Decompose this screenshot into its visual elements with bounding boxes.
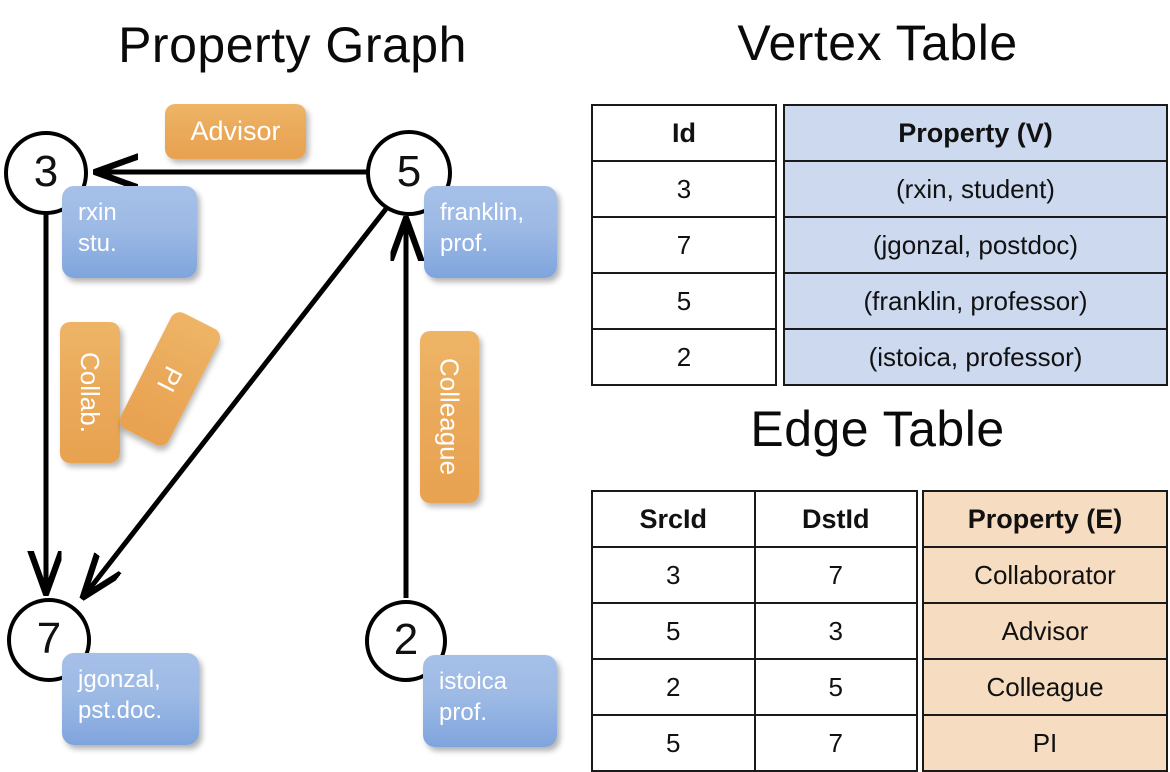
edge-table-cell-srcid: 5	[591, 714, 756, 772]
edge-label-collab-text: Collab.	[75, 352, 105, 433]
vertex-table-property-column: Property (V) (rxin, student) (jgonzal, p…	[783, 104, 1168, 386]
edge-table-id-columns: SrcId DstId 3 7 5 3 2 5 5 7	[591, 490, 918, 772]
graph-edge-5-to-7	[84, 203, 391, 596]
vertex-table-header-property: Property (V)	[783, 104, 1168, 162]
graph-edges-svg	[0, 0, 585, 760]
vertex-table-cell-property: (franklin, professor)	[783, 272, 1168, 330]
graph-vertex-3-id: 3	[33, 147, 59, 196]
table-row[interactable]: (istoica, professor)	[783, 328, 1168, 386]
vertex-table-cell-property: (rxin, student)	[783, 160, 1168, 218]
vertex-property-callout-5-name: franklin,	[440, 199, 525, 226]
vertex-property-callout-7-role: pst.doc.	[78, 696, 163, 724]
vertex-table-cell-property: (istoica, professor)	[783, 328, 1168, 386]
table-row[interactable]: (rxin, student)	[783, 160, 1168, 218]
vertex-table-cell-id: 2	[591, 328, 777, 386]
edge-table-cell-property: PI	[922, 714, 1168, 772]
edge-label-advisor: Advisor	[165, 104, 306, 159]
edge-table-cell-srcid: 3	[591, 546, 756, 604]
vertex-table-id-column: Id 3 7 5 2	[591, 104, 777, 386]
vertex-table-cell-id: 7	[591, 216, 777, 274]
edge-table-header-srcid: SrcId	[591, 490, 756, 548]
edge-label-advisor-text: Advisor	[190, 116, 281, 146]
edge-label-colleague-text: Colleague	[434, 358, 465, 476]
vertex-property-callout-5: franklin, prof.	[424, 186, 557, 278]
page-title-property-graph: Property Graph	[118, 17, 467, 73]
edge-table-cell-property: Advisor	[922, 602, 1168, 660]
table-row[interactable]: 5	[591, 272, 777, 330]
vertex-property-callout-7: jgonzal, pst.doc.	[62, 653, 199, 745]
table-row[interactable]: (jgonzal, postdoc)	[783, 216, 1168, 274]
table-header-row: Property (V)	[783, 104, 1168, 162]
page-title-vertex-table: Vertex Table	[737, 15, 1018, 71]
edge-table-cell-dstid: 7	[753, 714, 918, 772]
vertex-table-cell-id: 5	[591, 272, 777, 330]
table-header-row: Property (E)	[922, 490, 1168, 548]
edge-table-cell-property: Collaborator	[922, 546, 1168, 604]
edge-table-header-property: Property (E)	[922, 490, 1168, 548]
table-row[interactable]: 5 7	[591, 714, 918, 772]
edge-table-cell-srcid: 5	[591, 602, 756, 660]
edge-label-collab: Collab.	[60, 322, 120, 463]
vertex-table-cell-property: (jgonzal, postdoc)	[783, 216, 1168, 274]
edge-table-cell-dstid: 3	[753, 602, 918, 660]
vertex-property-callout-5-role: prof.	[440, 229, 489, 257]
table-row[interactable]: Colleague	[922, 658, 1168, 716]
edge-table-cell-property: Colleague	[922, 658, 1168, 716]
graph-vertex-5[interactable]: 5	[366, 130, 452, 216]
table-row[interactable]: 2 5	[591, 658, 918, 716]
page-title-edge-table: Edge Table	[750, 401, 1005, 457]
edge-table-header-dstid: DstId	[753, 490, 918, 548]
table-row[interactable]: 3	[591, 160, 777, 218]
edge-label-pi-text: PI	[151, 361, 189, 397]
edge-label-colleague: Colleague	[420, 331, 479, 503]
vertex-table-header-id: Id	[591, 104, 777, 162]
table-row[interactable]: Collaborator	[922, 546, 1168, 604]
vertex-property-callout-3-role: stu.	[78, 229, 117, 257]
graph-vertex-5-id: 5	[396, 147, 422, 196]
vertex-property-callout-3: rxin stu.	[62, 186, 197, 278]
vertex-property-callout-7-name: jgonzal,	[78, 666, 161, 693]
property-graph-diagram: 3 5 7 2 rxin stu. franklin, prof. jgonza…	[0, 0, 585, 760]
vertex-property-callout-2-role: prof.	[439, 698, 488, 726]
table-row[interactable]: PI	[922, 714, 1168, 772]
table-row[interactable]: 7	[591, 216, 777, 274]
table-row[interactable]: 5 3	[591, 602, 918, 660]
edge-table-cell-dstid: 5	[753, 658, 918, 716]
table-row[interactable]: (franklin, professor)	[783, 272, 1168, 330]
table-header-row: SrcId DstId	[591, 490, 918, 548]
edge-table-property-column: Property (E) Collaborator Advisor Collea…	[922, 490, 1168, 772]
graph-vertex-7-id: 7	[36, 614, 62, 663]
edge-table-cell-srcid: 2	[591, 658, 756, 716]
table-header-row: Id	[591, 104, 777, 162]
edge-table-cell-dstid: 7	[753, 546, 918, 604]
table-row[interactable]: Advisor	[922, 602, 1168, 660]
table-row[interactable]: 3 7	[591, 546, 918, 604]
graph-vertex-2-id: 2	[393, 615, 419, 664]
graph-vertex-2[interactable]: 2	[365, 600, 447, 682]
vertex-property-callout-2-name: istoica	[439, 668, 508, 695]
vertex-property-callout-2: istoica prof.	[423, 655, 557, 747]
vertex-property-callout-3-name: rxin	[78, 199, 117, 226]
table-row[interactable]: 2	[591, 328, 777, 386]
vertex-table-cell-id: 3	[591, 160, 777, 218]
